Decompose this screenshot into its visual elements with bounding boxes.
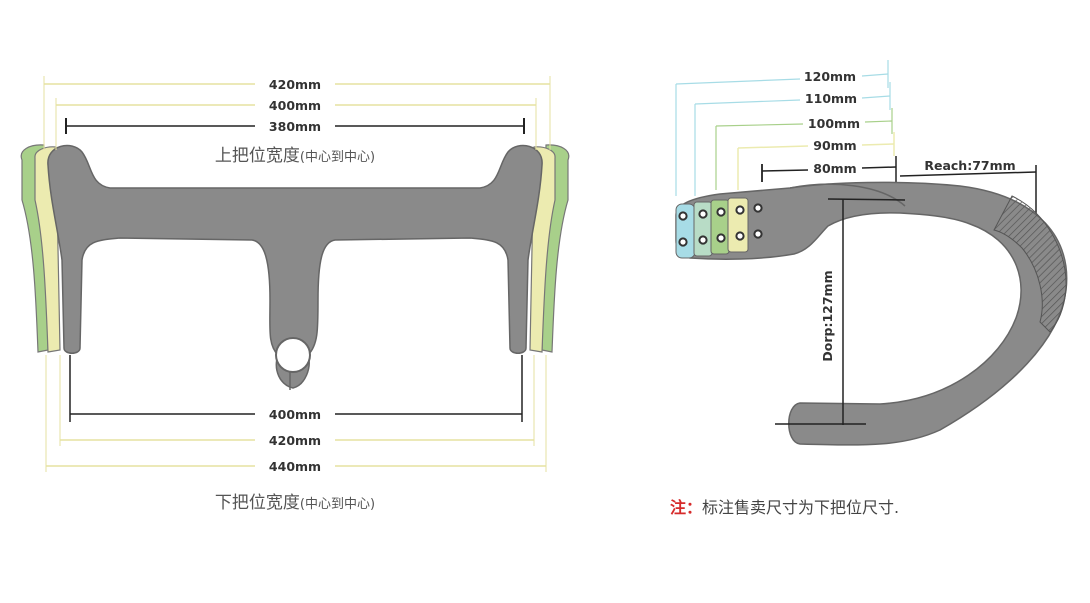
stem-dim-100: 100mm	[808, 116, 860, 131]
side-view: 120mm 110mm 100mm 90mm 80mm Reach:77mm	[675, 60, 1068, 446]
stem-length-dims: 120mm 110mm 100mm 90mm 80mm	[675, 60, 897, 206]
reach-label: Reach:77mm	[924, 158, 1015, 173]
stem-dim-120: 120mm	[804, 69, 856, 84]
stem-dim-110: 110mm	[805, 91, 857, 106]
top-width-dims: 420mm 400mm 380mm	[43, 76, 551, 150]
stem-dim-80: 80mm	[813, 161, 856, 176]
clamp-band-cyan	[675, 203, 696, 259]
note-prefix: 注：	[670, 498, 702, 517]
drop-label: Dorp:127mm	[820, 270, 835, 361]
stem-clamp-hole	[275, 337, 311, 373]
side-handlebar-body	[675, 181, 1068, 446]
bottom-width-caption: 下把位宽度(中心到中心)	[215, 493, 375, 513]
sizing-note: 注：标注售卖尺寸为下把位尺寸.	[670, 498, 899, 517]
top-dim-400: 400mm	[269, 98, 321, 113]
bottom-width-dims: 400mm 420mm 440mm	[45, 355, 547, 474]
grip-hatched-zone	[993, 195, 1067, 333]
top-dim-420: 420mm	[269, 77, 321, 92]
note-text: 标注售卖尺寸为下把位尺寸.	[702, 498, 899, 517]
front-view: 420mm 400mm 380mm 上把位宽度(中心到中心) 400mm 420…	[20, 76, 570, 513]
bottom-dim-440: 440mm	[269, 459, 321, 474]
front-handlebar-body	[47, 144, 543, 389]
bottom-dim-420: 420mm	[269, 433, 321, 448]
bolt-holes	[678, 203, 763, 247]
stem-dim-90: 90mm	[813, 138, 856, 153]
bottom-dim-400: 400mm	[269, 407, 321, 422]
top-width-caption: 上把位宽度(中心到中心)	[215, 146, 375, 166]
top-dim-380: 380mm	[269, 119, 321, 134]
